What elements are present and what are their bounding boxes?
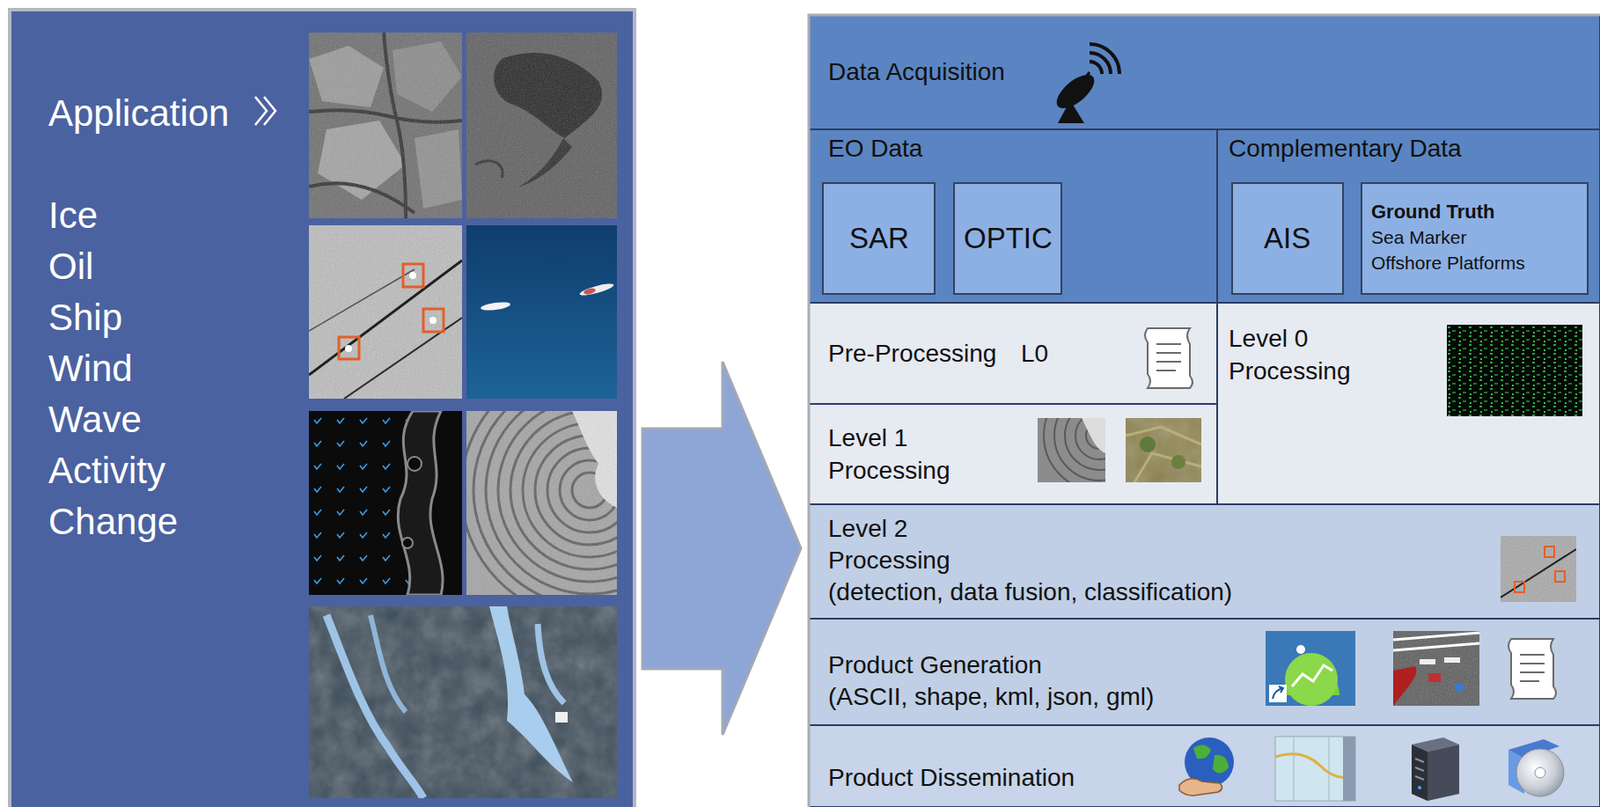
node-label: AIS	[1263, 220, 1311, 257]
server-icon	[1411, 737, 1460, 801]
stage-band: Product Dissemination	[808, 725, 1600, 807]
data-group: EO DataSAR OPTIC	[808, 129, 1218, 303]
node-label: (detection, data fusion, classification)	[828, 576, 1233, 609]
data-group: Complementary DataAIS Ground TruthSea Mar…	[1217, 129, 1600, 303]
data-box: AIS	[1231, 182, 1344, 295]
sar-thumbnail	[1037, 380, 1155, 492]
stage-band: Level 0 Processing	[1217, 302, 1600, 505]
node-label: Level 2 Processing	[828, 513, 983, 577]
node-label: Product Dissemination	[828, 762, 1075, 794]
node-label: L0	[1020, 337, 1049, 370]
map-product-image	[1393, 631, 1480, 706]
node-label: EO Data	[828, 132, 923, 165]
list-item: Activity	[48, 449, 166, 492]
node-label: Product Generation	[828, 649, 1043, 682]
wave-image	[461, 361, 719, 619]
node-label: Data Acquisition	[828, 56, 1006, 89]
stage-band: Product Generation(ASCII, shape, kml, js…	[808, 618, 1600, 726]
application-icon	[1265, 631, 1356, 706]
data-box: Ground TruthSea MarkerOffshore Platforms	[1360, 182, 1589, 295]
node-label: Complementary Data	[1228, 132, 1462, 165]
document-icon	[1508, 638, 1556, 699]
node-label: SAR	[849, 220, 910, 257]
data-box: SAR	[822, 182, 936, 295]
panel-frame	[808, 14, 1600, 807]
matrix-image	[1446, 324, 1583, 417]
block-arrow	[642, 361, 801, 735]
ship-sar-image	[308, 225, 463, 399]
chart-map-icon	[1275, 736, 1356, 801]
node-label: Level 0 Processing	[1228, 322, 1379, 388]
list-item: Wave	[48, 398, 142, 441]
document-icon	[1144, 328, 1193, 389]
stage-band: Level 1 Processing	[808, 403, 1218, 505]
change-image	[308, 606, 617, 799]
node-label: (ASCII, shape, kml, json, gml)	[828, 681, 1154, 713]
node-label: Level 1 Processing	[828, 421, 978, 487]
chevron-symbol	[255, 96, 276, 125]
application-panel: ApplicationIceOilShipWindWaveActivityCha…	[7, 7, 637, 807]
ice-image	[308, 32, 463, 219]
panel-heading: Application	[48, 92, 229, 135]
node-label: Sea Marker	[1371, 226, 1468, 250]
list-item: Ice	[48, 194, 98, 237]
data-box: OPTIC	[953, 182, 1063, 295]
stage-band: Level 2 Processing(detection, data fusio…	[808, 504, 1600, 619]
disc-icon	[1508, 739, 1564, 797]
node-label: Ground Truth	[1371, 200, 1496, 224]
node-label: Offshore Platforms	[1371, 251, 1526, 275]
list-item: Oil	[48, 245, 94, 288]
node-label: Pre-Processing	[828, 337, 997, 370]
list-item: Wind	[48, 347, 133, 390]
list-item: Change	[48, 500, 178, 544]
wind-image	[308, 411, 463, 595]
ship-optic-image	[466, 225, 617, 399]
detection-thumbnail	[1500, 535, 1577, 602]
list-item: Ship	[48, 296, 123, 339]
stage-band: Data Acquisition	[808, 14, 1600, 130]
optic-thumbnail	[1125, 418, 1202, 483]
satellite-dish-icon	[1050, 44, 1120, 124]
globe-icon	[1179, 737, 1234, 796]
node-label: OPTIC	[963, 220, 1053, 257]
stage-band: Pre-Processing L0	[808, 302, 1218, 404]
oil-image	[466, 32, 617, 219]
